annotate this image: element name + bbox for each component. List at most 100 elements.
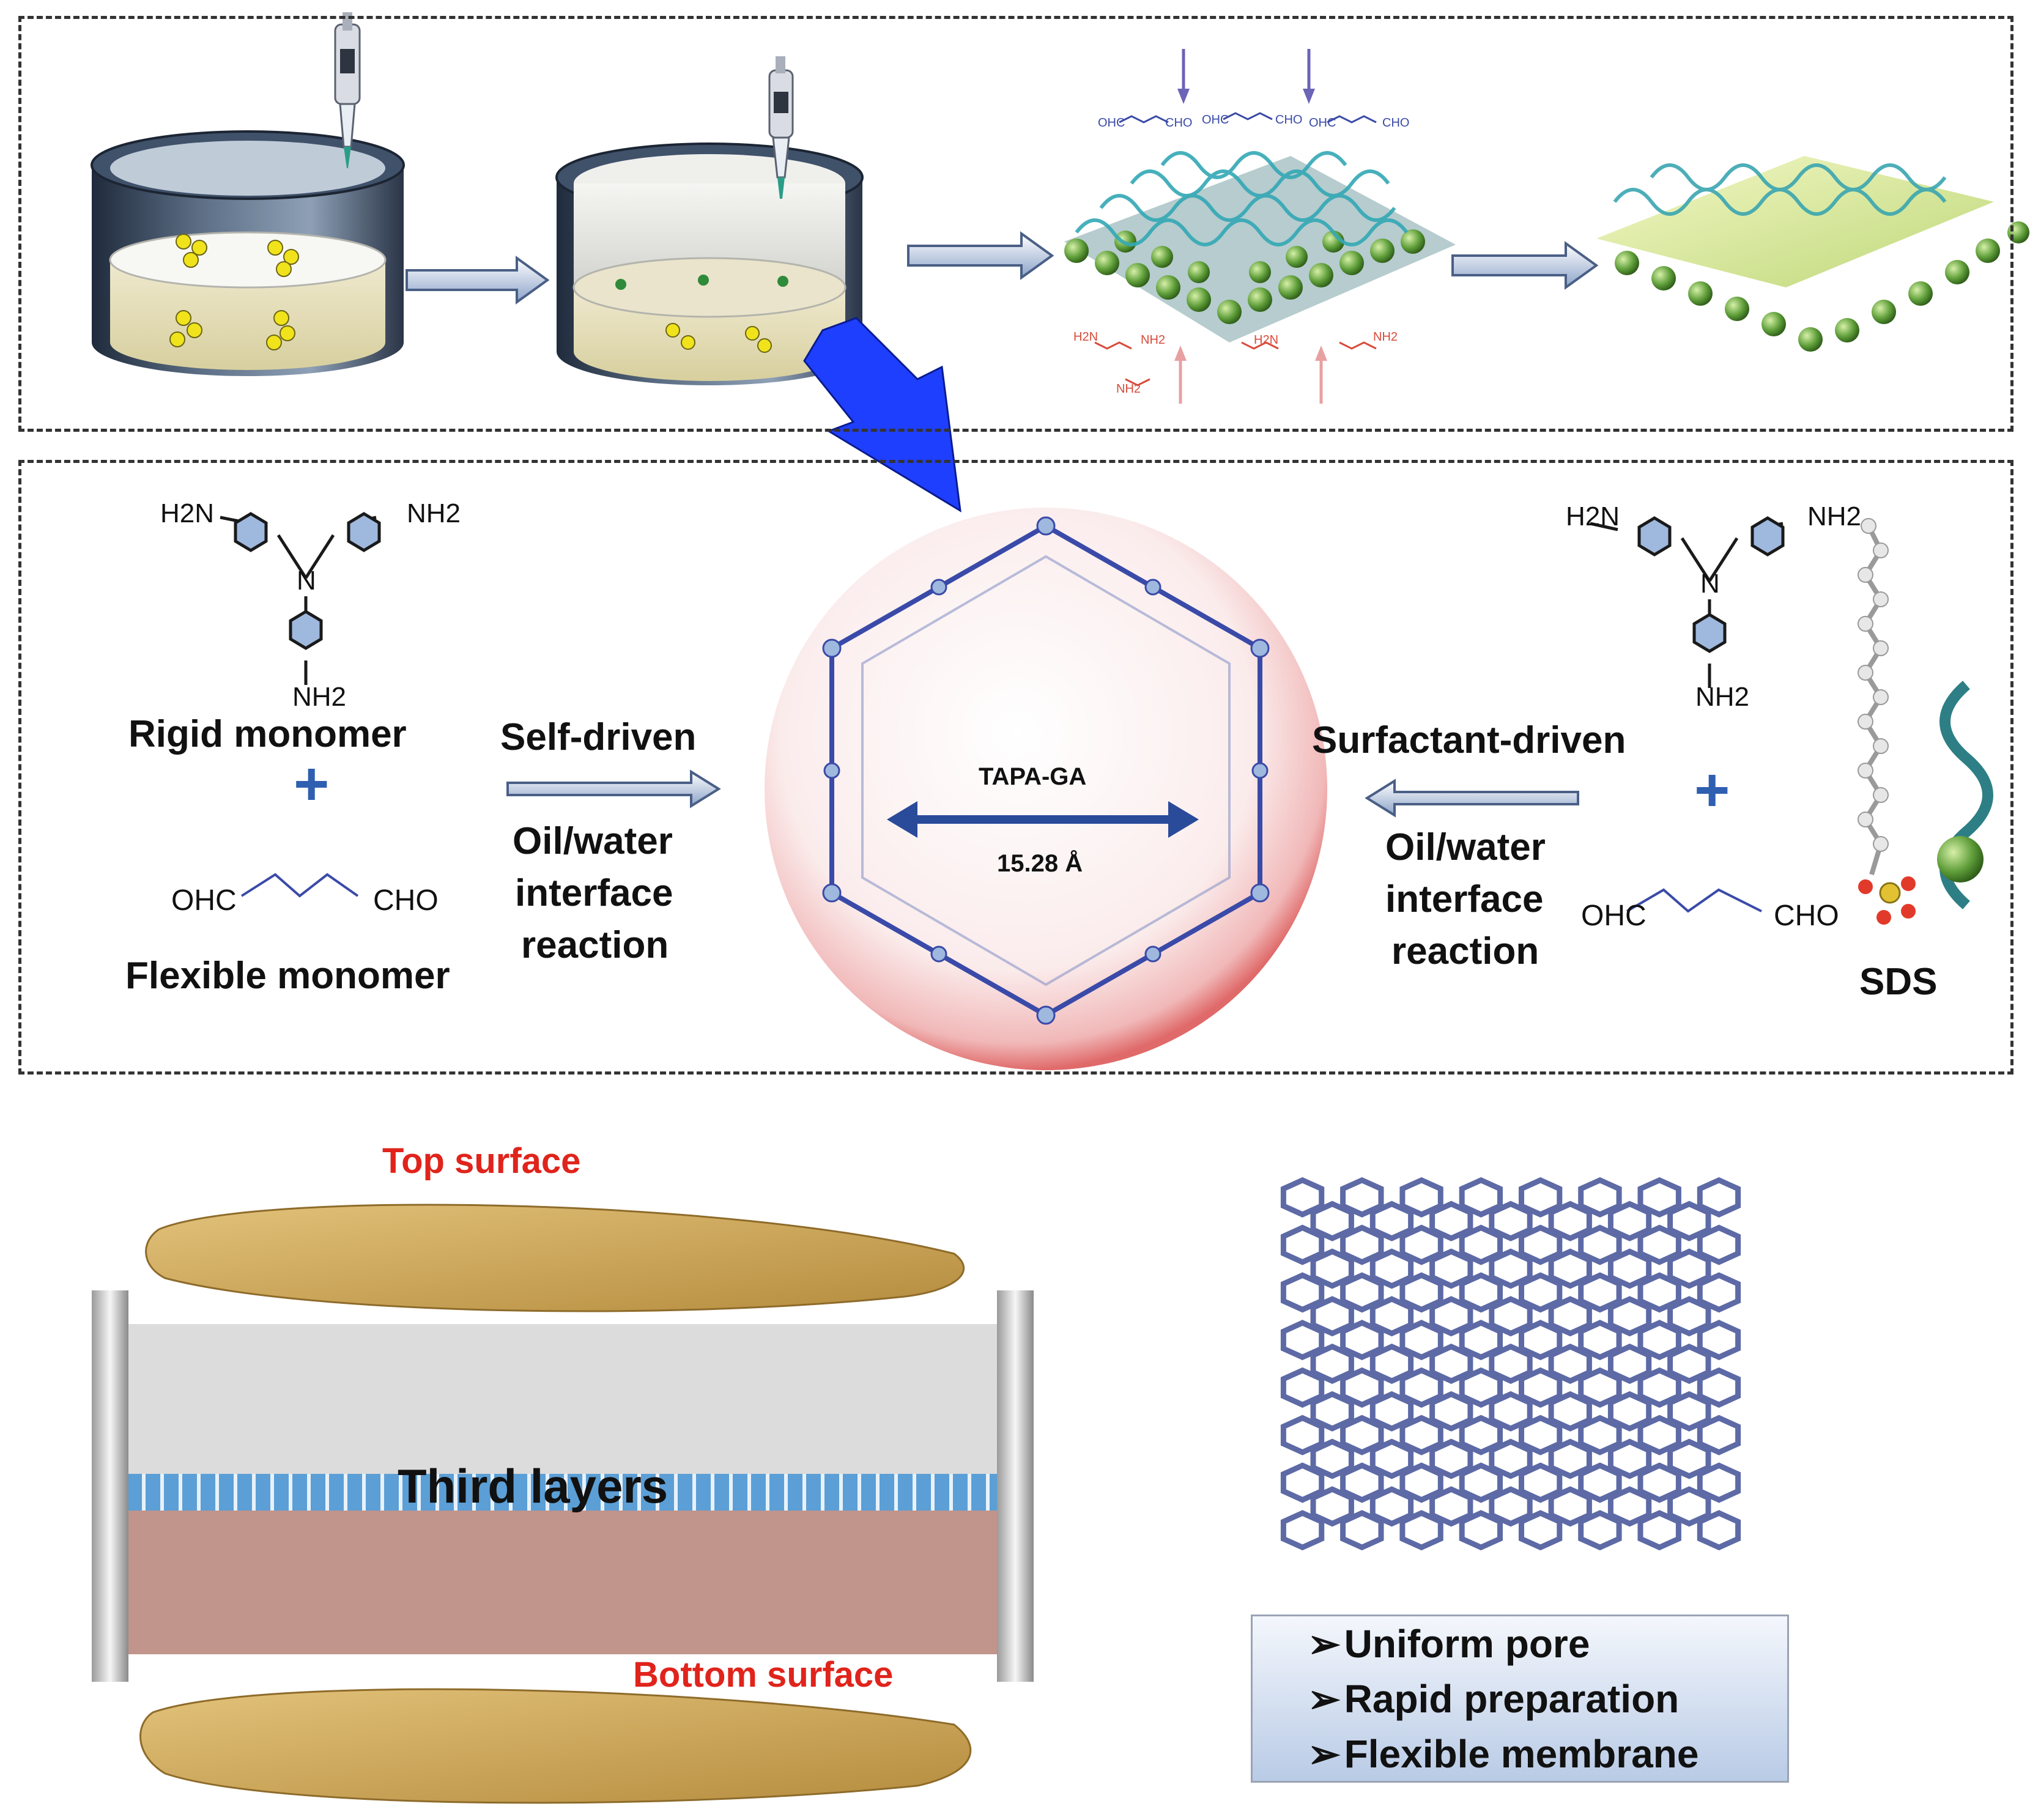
lattice-cell: [1578, 1415, 1622, 1456]
lattice-cell: [1578, 1177, 1622, 1218]
lattice-cell: [1399, 1224, 1443, 1265]
lattice-cell: [1519, 1320, 1563, 1361]
lattice-cell: [1310, 1248, 1354, 1289]
lattice-cell: [1697, 1177, 1741, 1218]
lattice-cell: [1369, 1486, 1414, 1527]
lattice-cell: [1369, 1248, 1414, 1289]
lattice-cell: [1548, 1343, 1592, 1385]
self-driven-arrow: [506, 769, 721, 808]
lattice-cell: [1280, 1177, 1325, 1218]
lattice-cell: [1429, 1438, 1473, 1479]
lattice-cell: [1280, 1272, 1325, 1313]
reagent-nh2-2: NH2: [1116, 382, 1141, 396]
lattice-cell: [1548, 1248, 1592, 1289]
third-layers-label: Third layers: [398, 1459, 669, 1513]
self-driven-label: Self-driven: [500, 716, 697, 758]
lattice-cell: [1369, 1438, 1414, 1479]
lattice-cell: [1607, 1438, 1652, 1479]
lattice-cell: [1280, 1462, 1325, 1503]
right-n-label: N: [1700, 569, 1720, 599]
lattice-cell: [1697, 1462, 1741, 1503]
lattice-cell: [1607, 1391, 1652, 1432]
lattice-cell: [1697, 1320, 1741, 1361]
lattice-cell: [1340, 1367, 1384, 1408]
reaction-label-1: reaction: [521, 924, 669, 966]
left-h2n-label: H2N: [160, 498, 215, 528]
beaker-2: [555, 142, 864, 385]
lattice-cell: [1637, 1415, 1681, 1456]
interface-label-1: interface: [515, 872, 673, 914]
interface-label-2: interface: [1385, 878, 1544, 920]
left-nh2-bottom-label: NH2: [292, 682, 347, 712]
right-nh2-bottom-label: NH2: [1695, 682, 1750, 712]
lattice-cell: [1519, 1177, 1563, 1218]
tapa-ga-label: TAPA-GA: [979, 763, 1087, 790]
reagent-nh2-1: NH2: [1141, 333, 1166, 347]
lattice-cell: [1548, 1486, 1592, 1527]
lattice-cell: [1340, 1177, 1384, 1218]
lattice-cell: [1340, 1510, 1384, 1551]
reagent-ohc-1: OHC: [1098, 116, 1125, 130]
feature-flexible-membrane: ➢Flexible membrane: [1308, 1732, 1699, 1776]
lattice-cell: [1280, 1224, 1325, 1265]
lattice-cell: [1637, 1367, 1681, 1408]
lattice-cell: [1637, 1224, 1681, 1265]
reaction-label-2: reaction: [1391, 930, 1539, 972]
lattice-cell: [1548, 1391, 1592, 1432]
pore-size-label: 15.28 Å: [997, 850, 1083, 877]
oil-water-label-1: Oil/water: [513, 820, 673, 862]
rigid-monomer-label: Rigid monomer: [128, 713, 407, 755]
lattice-cell: [1459, 1462, 1503, 1503]
reagent-ohc-2: OHC: [1202, 113, 1229, 127]
process-arrow-1: [406, 256, 550, 305]
lattice-cell: [1548, 1296, 1592, 1337]
lattice-cell: [1459, 1224, 1503, 1265]
pore-size-arrow: [887, 801, 1199, 838]
lattice-cell: [1340, 1320, 1384, 1361]
lattice-cell: [1637, 1177, 1681, 1218]
process-arrow-2: [907, 231, 1054, 280]
lattice-cell: [1459, 1177, 1503, 1218]
feature-rapid-preparation: ➢Rapid preparation: [1308, 1677, 1680, 1721]
tapa-rings-right: [1637, 516, 1785, 653]
lattice-cell: [1637, 1462, 1681, 1503]
lattice-cell: [1429, 1248, 1473, 1289]
lattice-cell: [1310, 1391, 1354, 1432]
lattice-cell: [1429, 1200, 1473, 1241]
lattice-cell: [1369, 1343, 1414, 1385]
lattice-cell: [1578, 1462, 1622, 1503]
lattice-cell: [1399, 1320, 1443, 1361]
lattice-cell: [1607, 1200, 1652, 1241]
lattice-cell: [1519, 1462, 1563, 1503]
feature-uniform-pore: ➢Uniform pore: [1308, 1622, 1590, 1666]
lattice-cell: [1667, 1200, 1711, 1241]
pipette-2-icon: [768, 56, 794, 199]
lattice-cell: [1399, 1462, 1443, 1503]
pipette-1-icon: [334, 12, 361, 168]
lattice-cell: [1667, 1248, 1711, 1289]
lattice-cell: [1429, 1391, 1473, 1432]
lattice-cell: [1607, 1296, 1652, 1337]
lattice-cell: [1340, 1415, 1384, 1456]
reagent-nh2-3: NH2: [1373, 330, 1398, 344]
lattice-cell: [1489, 1391, 1533, 1432]
reagent-cho-1: CHO: [1165, 116, 1193, 130]
top-surface-label: Top surface: [382, 1141, 581, 1181]
lattice-cell: [1637, 1320, 1681, 1361]
lattice-cell: [1697, 1224, 1741, 1265]
left-nh2-label: NH2: [407, 498, 461, 528]
lattice-cell: [1697, 1367, 1741, 1408]
lattice-cell: [1340, 1224, 1384, 1265]
lattice-cell: [1548, 1438, 1592, 1479]
lattice-cell: [1310, 1438, 1354, 1479]
tapa-rings-left: [234, 512, 381, 650]
lattice-cell: [1429, 1296, 1473, 1337]
cof-network-forming: [1064, 49, 1456, 404]
sds-label: SDS: [1859, 961, 1938, 1003]
plus-left: +: [294, 750, 330, 818]
lattice-cell: [1667, 1438, 1711, 1479]
reaction-mechanism-panel: [18, 460, 2013, 1075]
lattice-cell: [1369, 1200, 1414, 1241]
lattice-cell: [1637, 1272, 1681, 1313]
lattice-cell: [1340, 1462, 1384, 1503]
